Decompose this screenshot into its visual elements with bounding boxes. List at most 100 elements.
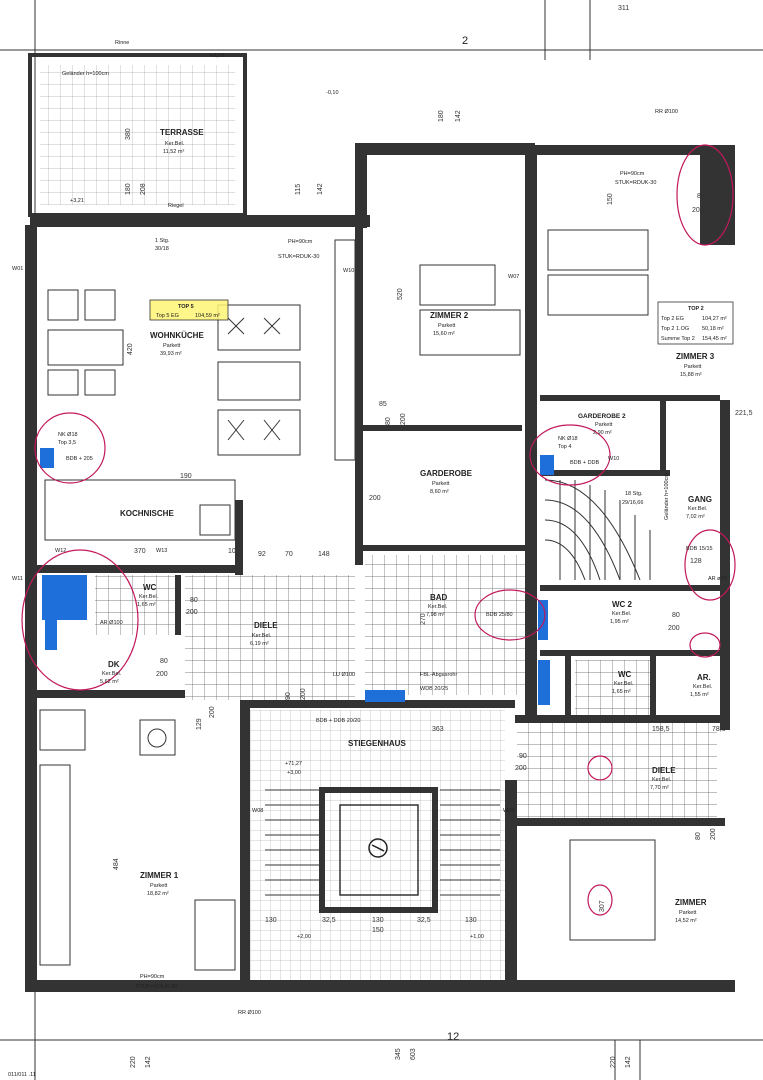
room-gang-finish: Ker.Bel. [688, 506, 708, 512]
room-garderobe2-area: 2,90 m² [593, 430, 612, 436]
note-top35: Top 3,5 [58, 440, 76, 446]
service-shafts [40, 448, 554, 705]
section-mark-bottom: 12 [447, 1031, 459, 1043]
section-mark-top2: 311 [618, 5, 629, 12]
room-diele2-finish: Ker.Bel. [652, 777, 672, 783]
note-ar70: AR ø70 [708, 576, 727, 582]
dim-363: 363 [432, 726, 444, 733]
dim-90: 90 [285, 692, 292, 700]
room-bad-name: BAD [430, 593, 448, 602]
top2-table [657, 301, 734, 345]
room-wc-finish: Ker.Bel. [139, 594, 159, 600]
dim-220b: 220 [610, 1056, 617, 1068]
top2-row1-label: Top 2 1.OG [661, 326, 689, 332]
wall-tag-1: W10 [343, 268, 354, 274]
wall-tag-5: W13 [156, 548, 167, 554]
room-wc2-finish: Ker.Bel. [612, 611, 632, 617]
room-zimmer1-finish: Parkett [150, 883, 168, 889]
note-rr-top: RR Ø100 [655, 109, 678, 115]
room-wc-name: WC [143, 583, 157, 592]
note-stairs-count: 18 Stg. [625, 491, 643, 497]
dim-130a: 130 [265, 917, 277, 924]
room-wc2-area: 1,95 m² [610, 619, 629, 625]
note-stuk-right: STUK=RDUK-30 [615, 180, 656, 186]
room-ar-area: 1,55 m² [690, 692, 709, 698]
dim-200i: 200 [209, 706, 216, 718]
section-mark-top: 2 [462, 35, 468, 47]
room-wc3-area: 1,65 m² [612, 689, 631, 695]
room-terrasse-name: TERRASSE [160, 128, 204, 137]
dim-180: 180 [125, 183, 132, 195]
dim-142c: 142 [145, 1056, 152, 1068]
room-diele-area: 6,19 m² [250, 641, 269, 647]
room-garderobe-name: GARDEROBE [420, 469, 473, 478]
note-rr-bottom: RR Ø100 [238, 1010, 261, 1016]
room-bad-finish: Ker.Bel. [428, 604, 448, 610]
red-markups [21, 144, 736, 916]
note-bdb-gang: BDB 15/15 [686, 546, 713, 552]
note-bdb-2580: BDB 25/80 [486, 612, 513, 618]
dim-200c: 200 [186, 609, 198, 616]
dim-420: 420 [127, 343, 134, 355]
notes: Geländer h=100cm Rinne PH=90cm STUK=RDUK… [58, 40, 727, 1016]
dim-85: 85 [379, 401, 387, 408]
room-zimmer1-name: ZIMMER 1 [140, 871, 179, 880]
dim-142b: 142 [455, 110, 462, 122]
room-kochnische-name: KOCHNISCHE [120, 509, 174, 518]
dim-90b: 90 [519, 753, 527, 760]
wall-tag-2: W07 [508, 274, 519, 280]
room-zimmer2-area: 15,60 m² [433, 331, 455, 337]
room-garderobe-area: 8,60 m² [430, 489, 449, 495]
note-wdb: WDB 20/25 [420, 686, 448, 692]
top2-box: TOP 2 Top 2 EG 104,27 m² Top 2 1.OG 50,1… [661, 306, 727, 342]
note-ph-bottom: PH=90cm [140, 974, 165, 980]
dim-150: 150 [607, 193, 614, 205]
room-zimmer3-area: 15,88 m² [680, 372, 702, 378]
dim-200h: 200 [515, 765, 527, 772]
note-fbl: FBL-Abgasrohr [420, 672, 457, 678]
furniture [39, 229, 656, 971]
dim-129: 129 [196, 718, 203, 730]
note-nk-b: NK Ø18 [558, 436, 578, 442]
dim-80a: 80 [385, 417, 392, 425]
room-ar-name: AR. [697, 673, 711, 682]
note-stuk: STUK=RDUK-30 [278, 254, 319, 260]
dim-190: 190 [180, 473, 192, 480]
room-stiegenhaus-name: STIEGENHAUS [348, 739, 406, 748]
dim-1585: 158,5 [652, 726, 670, 733]
room-labels: TERRASSE Ker.Bel. 11,52 m² WOHNKÜCHE Par… [100, 128, 715, 924]
dim-200d: 200 [156, 671, 168, 678]
dim-80c: 80 [160, 658, 168, 665]
dimensions: 380 180 208 115 142 180 142 150 520 80 2… [113, 110, 753, 1068]
room-terrasse-finish: Ker.Bel. [165, 141, 185, 147]
note-ar100: AR Ø100 [100, 620, 123, 626]
room-wc3-name: WC [618, 670, 632, 679]
dim-325b: 32,5 [417, 917, 431, 924]
dim-148: 148 [318, 551, 330, 558]
dim-92: 92 [258, 551, 266, 558]
wall-tag-6: W11 [12, 576, 23, 582]
note-gelaender-gang: Geländer h=100cm [664, 473, 670, 520]
dim-325: 32,5 [322, 917, 336, 924]
top5-label: Top 5 EG [156, 313, 179, 319]
top2-row2-label: Summe Top 2 [661, 336, 695, 342]
room-zimmer-r-name: ZIMMER [675, 898, 707, 907]
note-nk-a: NK Ø18 [58, 432, 78, 438]
room-garderobe2-finish: Parkett [595, 422, 613, 428]
note-elev-e: -0,10 [326, 90, 339, 96]
room-bad-area: 7,98 m² [426, 612, 445, 618]
room-dk-area: 5,62 m² [100, 679, 119, 685]
dim-603: 603 [410, 1048, 417, 1060]
wall-tag-7: W08 [252, 808, 263, 814]
room-terrasse-area: 11,52 m² [163, 149, 184, 155]
room-zimmer3-finish: Parkett [684, 364, 702, 370]
dim-370: 370 [134, 548, 146, 555]
room-dk-finish: Ker.Bel. [102, 671, 122, 677]
top5-title: TOP 5 [178, 304, 194, 310]
top2-row0-value: 104,27 m² [702, 316, 727, 322]
dim-200b: 200 [369, 495, 381, 502]
room-gang-area: 7,02 m² [686, 514, 705, 520]
dim-307: 307 [599, 900, 606, 912]
room-zimmer3-name: ZIMMER 3 [676, 352, 715, 361]
room-diele2-name: DIELE [652, 766, 676, 775]
